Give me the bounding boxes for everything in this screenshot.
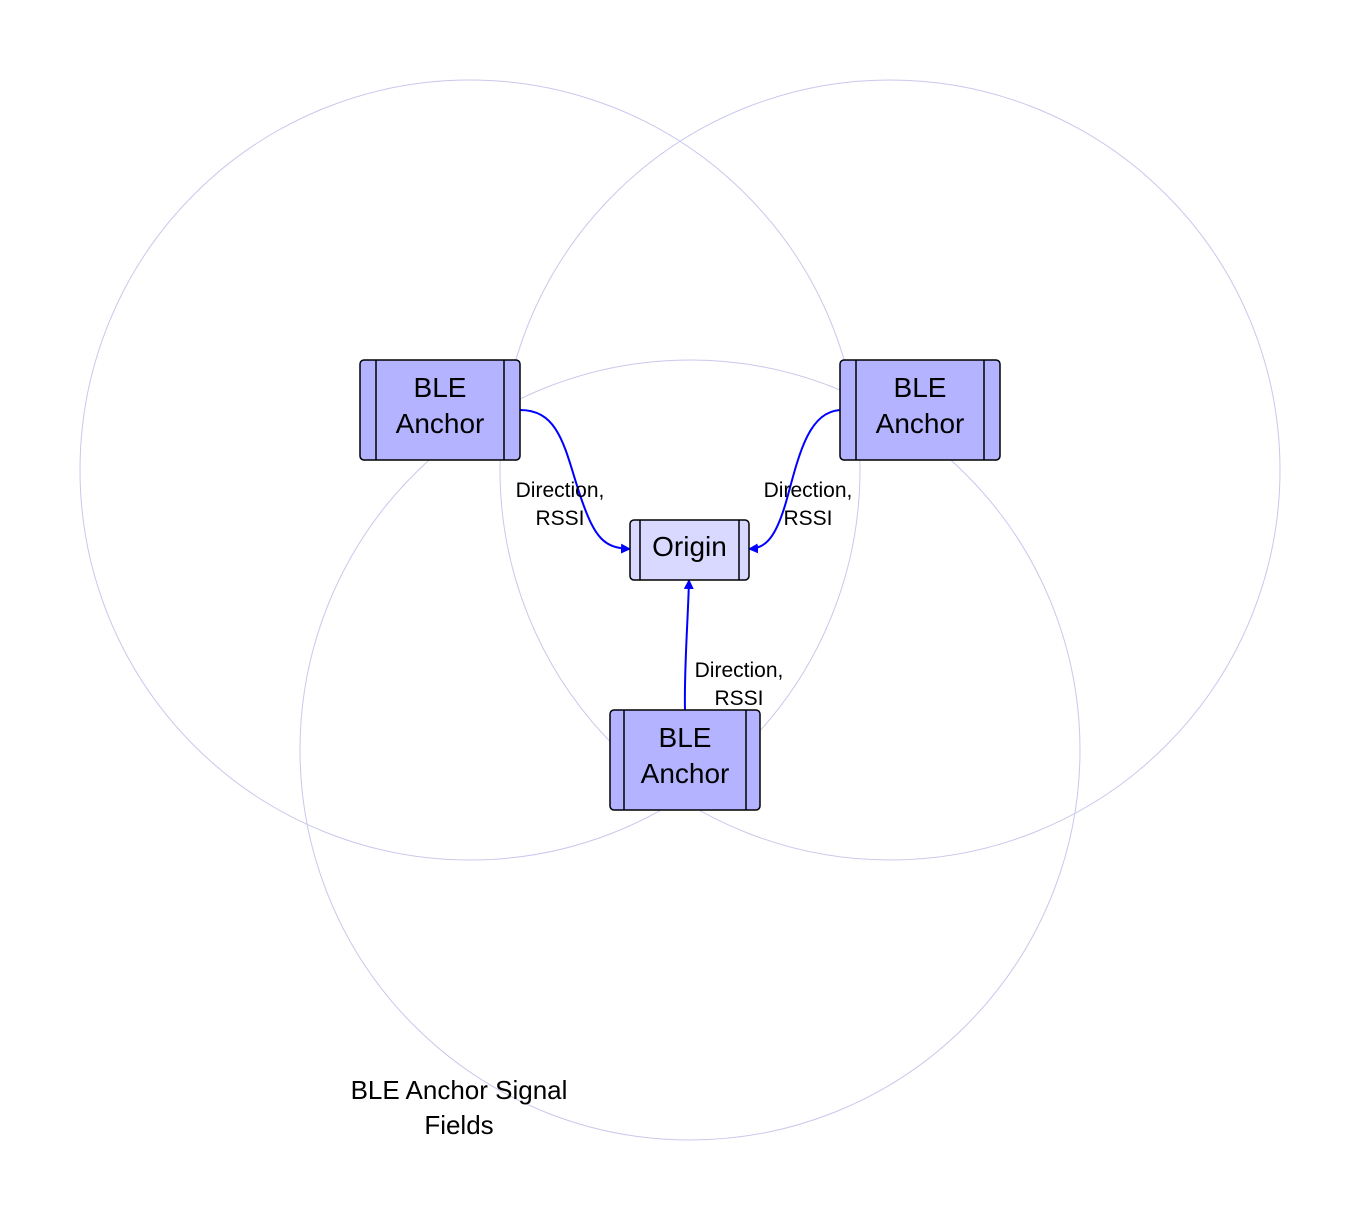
arrow-bottom-to-origin	[683, 579, 694, 711]
signal-fields-caption: BLE Anchor Signal Fields	[351, 1075, 568, 1140]
edge-label-right: Direction, RSSI	[764, 479, 853, 530]
connectors	[519, 409, 841, 711]
ble-anchor-bottom: BLE Anchor	[609, 709, 761, 811]
edge-label-left: Direction, RSSI	[516, 479, 605, 530]
ble-anchor-left-line2: Anchor	[396, 408, 485, 439]
origin-label: Origin	[652, 531, 727, 562]
signal-fields	[79, 79, 1281, 1141]
ble-anchor-right: BLE Anchor	[839, 359, 1001, 461]
ble-anchor-left-line1: BLE	[414, 372, 467, 403]
arrow-left-to-origin	[519, 409, 631, 554]
ble-anchor-right-line1: BLE	[894, 372, 947, 403]
edge-label-bottom: Direction, RSSI	[695, 659, 784, 710]
ble-anchor-bottom-line1: BLE	[659, 722, 712, 753]
ble-anchor-left: BLE Anchor	[359, 359, 521, 461]
ble-anchor-right-line2: Anchor	[876, 408, 965, 439]
signal-field-left	[79, 79, 861, 861]
caption-line2: Fields	[424, 1110, 493, 1140]
edge-label-right-line2: RSSI	[783, 507, 832, 530]
edge-label-bottom-line1: Direction,	[695, 659, 784, 682]
arrow-right-to-origin	[748, 409, 841, 554]
caption-line1: BLE Anchor Signal	[351, 1075, 568, 1105]
edge-label-bottom-line2: RSSI	[714, 687, 763, 710]
ble-anchor-bottom-line2: Anchor	[641, 758, 730, 789]
signal-field-bottom	[299, 359, 1081, 1141]
origin-node: Origin	[629, 519, 750, 581]
edge-label-right-line1: Direction,	[764, 479, 853, 502]
edge-label-left-line1: Direction,	[516, 479, 605, 502]
signal-field-right	[499, 79, 1281, 861]
edge-label-left-line2: RSSI	[535, 507, 584, 530]
